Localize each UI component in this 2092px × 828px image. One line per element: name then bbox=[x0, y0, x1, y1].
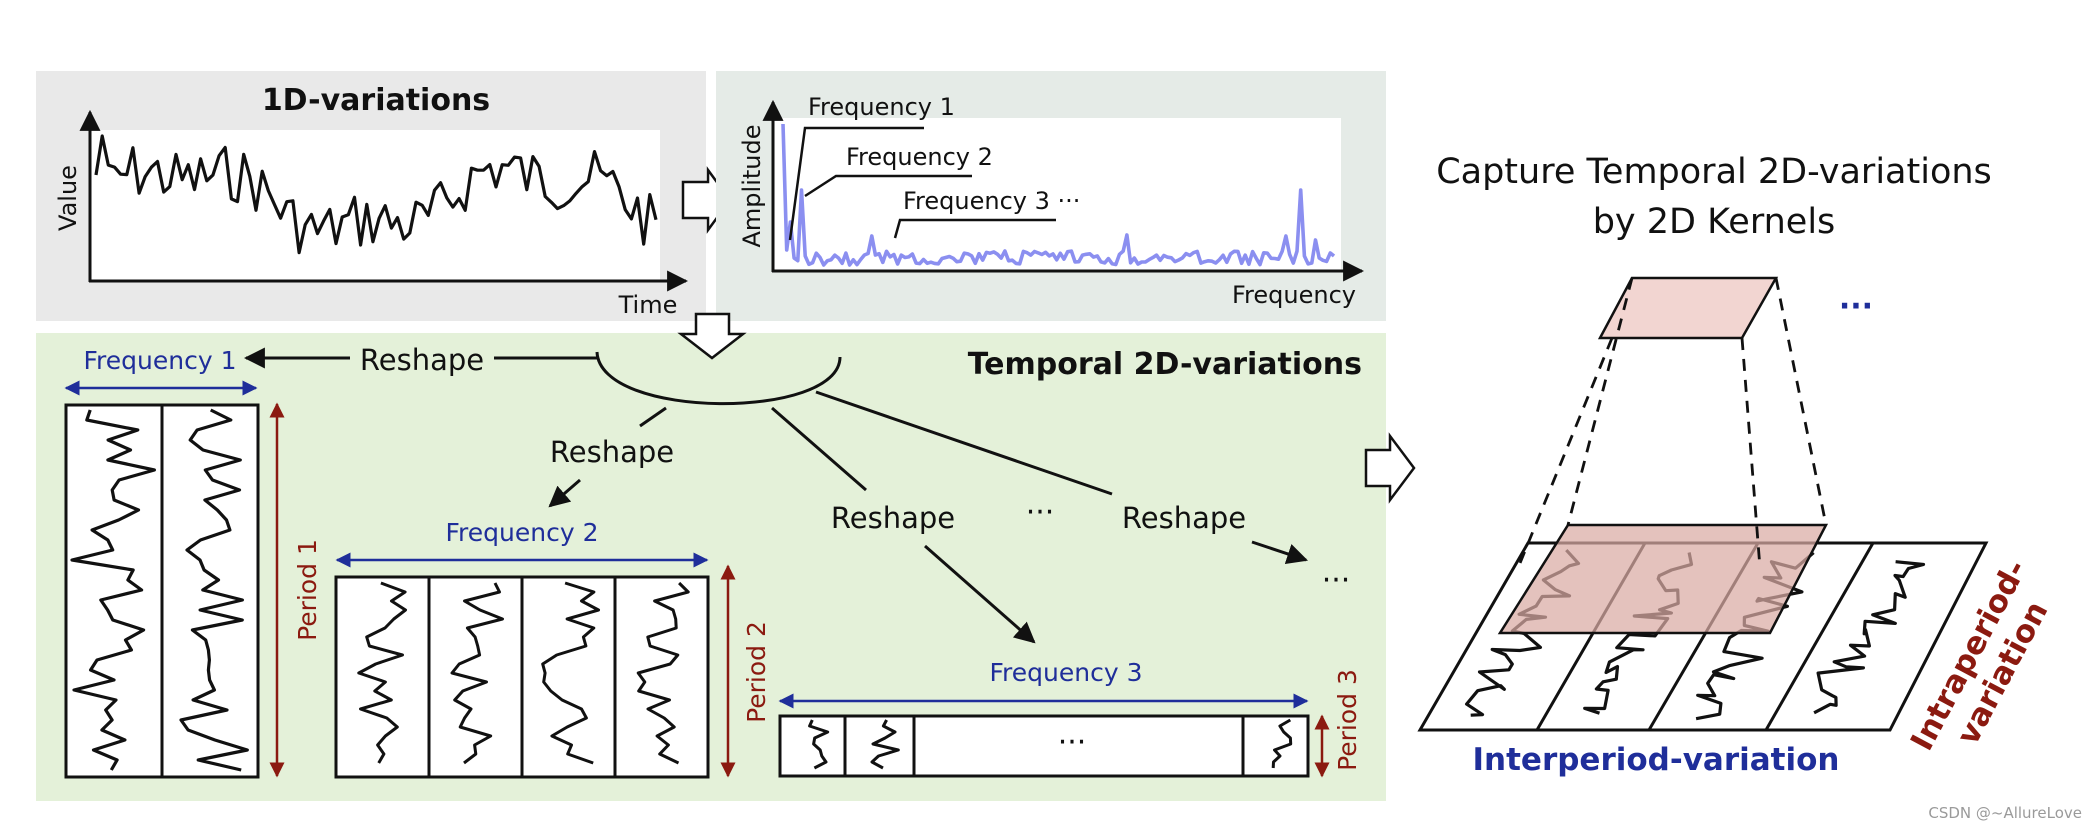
reshape-line-4 bbox=[815, 390, 1113, 496]
interperiod-variation-label: Interperiod-variation bbox=[1473, 742, 1840, 778]
block2-column-1-wave bbox=[357, 581, 407, 764]
freq3-label: Frequency 3 bbox=[989, 658, 1142, 687]
block-frequency-3: Frequency 3 ··· Period 3 bbox=[778, 658, 1362, 778]
top-kernel-patch bbox=[1597, 276, 1779, 340]
callout-frequency-1 bbox=[788, 126, 924, 241]
kernel-section: Capture Temporal 2D-variations by 2D Ker… bbox=[1417, 152, 2055, 778]
reshape-arrow-4 bbox=[1251, 540, 1308, 564]
reshape-label-3: Reshape bbox=[831, 501, 955, 535]
panel-1d-variations: 1D-variations Value Time bbox=[36, 71, 706, 321]
period2-label: Period 2 bbox=[742, 621, 771, 723]
y-axis-label-value: Value bbox=[54, 165, 82, 231]
plot-1d-area bbox=[90, 130, 660, 280]
capture-title-line-2: by 2D Kernels bbox=[1593, 202, 1836, 242]
watermark: CSDN @~AllureLove bbox=[1928, 804, 2082, 822]
callout-frequency-2 bbox=[804, 174, 972, 198]
block3-frame bbox=[778, 714, 1310, 778]
block3-dots: ··· bbox=[1058, 725, 1087, 760]
block1-column-1-wave bbox=[70, 409, 156, 771]
block1-column-2-wave bbox=[179, 408, 249, 772]
block3-column-last-wave bbox=[1271, 718, 1293, 769]
block3-column-1-wave bbox=[808, 719, 830, 770]
label-frequency-1: Frequency 1 bbox=[808, 93, 955, 121]
branch-bowl bbox=[595, 351, 842, 406]
reshape-between-dots: ··· bbox=[1026, 495, 1055, 530]
reshape-line-2 bbox=[639, 406, 667, 428]
block2-column-3-wave bbox=[541, 581, 600, 765]
reshape-label-4: Reshape bbox=[1122, 501, 1246, 535]
block3-column-2-wave bbox=[870, 719, 900, 770]
title-1d-variations: 1D-variations bbox=[262, 83, 490, 118]
grid-wave-4 bbox=[1813, 560, 1926, 715]
period3-label: Period 3 bbox=[1333, 669, 1362, 771]
freq1-label: Frequency 1 bbox=[83, 346, 236, 375]
x-axis-label-time: Time bbox=[618, 291, 678, 319]
kernel-dots: ··· bbox=[1839, 289, 1873, 324]
panel-temporal-2d: Temporal 2D-variations Reshape Reshape R… bbox=[36, 312, 1386, 801]
time-series-line bbox=[94, 134, 658, 255]
callout-frequency-3 bbox=[893, 218, 1056, 239]
kernel-window-on-grid bbox=[1497, 523, 1829, 635]
projection-line-4 bbox=[1774, 277, 1828, 526]
reshape-label-2: Reshape bbox=[550, 435, 674, 469]
panel-spectrum: Amplitude Frequency Frequency 1 Frequenc… bbox=[716, 71, 1386, 321]
freq2-label: Frequency 2 bbox=[445, 518, 598, 547]
reshape-label-1: Reshape bbox=[360, 343, 484, 377]
reshape-arrow-2 bbox=[548, 478, 581, 508]
block-frequency-2: Frequency 2 Period 2 bbox=[334, 518, 771, 779]
projection-line-3 bbox=[1740, 337, 1762, 569]
block2-column-2-wave bbox=[450, 582, 504, 765]
projection-line-2 bbox=[1566, 277, 1634, 526]
grid-divider-3 bbox=[1764, 542, 1875, 731]
reshape-arrow-3 bbox=[924, 544, 1036, 644]
block-frequency-1: Frequency 1 Period 1 bbox=[64, 346, 322, 779]
x-axis-label-frequency: Frequency bbox=[1232, 281, 1356, 309]
hollow-arrow-down bbox=[677, 312, 747, 360]
label-frequency-2: Frequency 2 bbox=[846, 143, 993, 171]
hollow-arrow-to-kernel bbox=[1364, 432, 1416, 504]
y-axis-label-amplitude: Amplitude bbox=[738, 125, 766, 248]
label-frequency-3: Frequency 3 ··· bbox=[903, 187, 1080, 215]
title-temporal-2d-variations: Temporal 2D-variations bbox=[968, 347, 1362, 382]
spectrum-line bbox=[781, 123, 1336, 267]
plot-spectrum-area bbox=[773, 118, 1341, 270]
block2-column-4-wave bbox=[636, 581, 690, 765]
reshape-line-3 bbox=[771, 406, 867, 492]
capture-title-line-1: Capture Temporal 2D-variations bbox=[1436, 152, 1992, 192]
period1-label: Period 1 bbox=[293, 539, 322, 641]
reshape-right-dots: ··· bbox=[1322, 563, 1351, 598]
